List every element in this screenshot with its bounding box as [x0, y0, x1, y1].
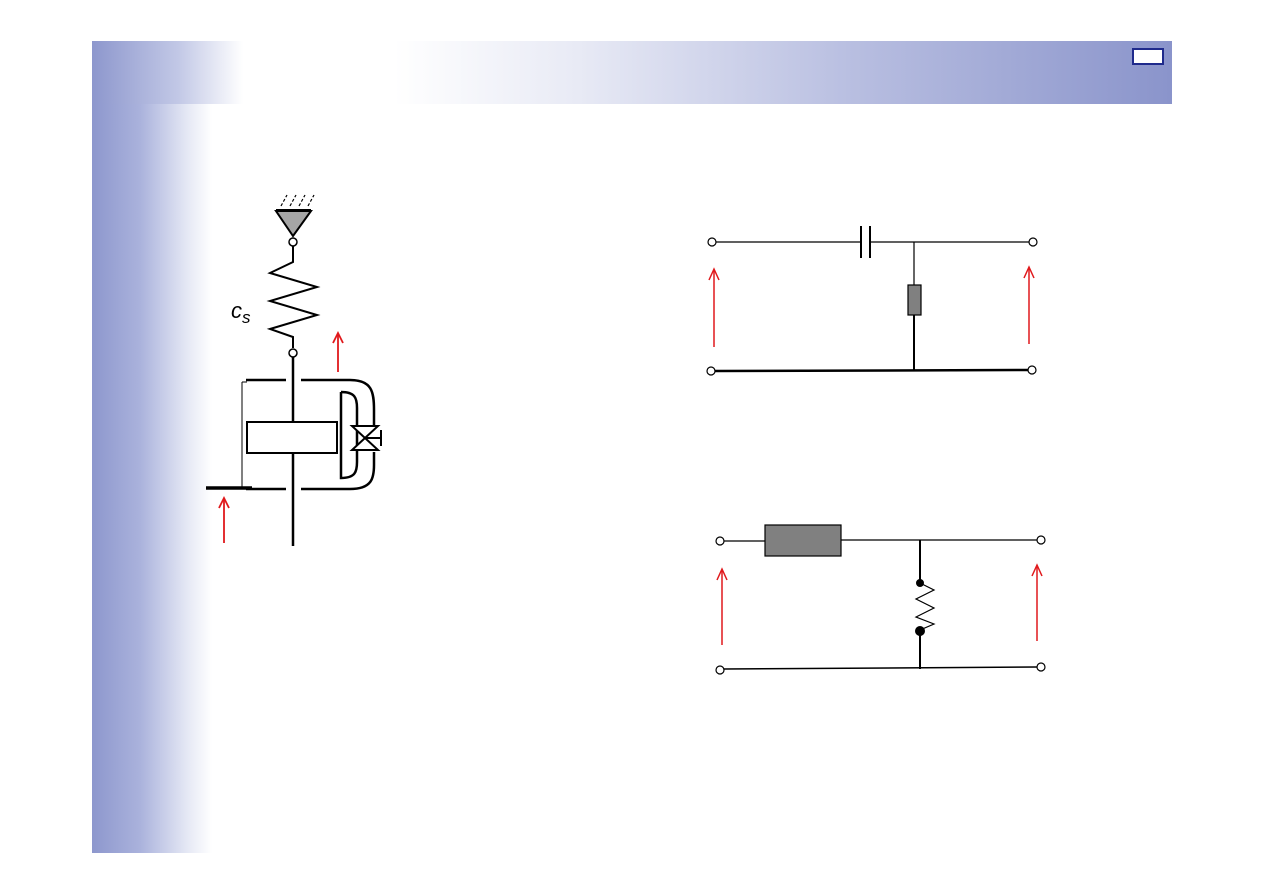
- spring-label-sub: s: [242, 308, 251, 327]
- output-arrow-rc: [1023, 265, 1035, 344]
- top-pivot: [288, 237, 298, 247]
- spring-label-main: c: [231, 298, 242, 323]
- page-number-badge: [1132, 48, 1164, 65]
- spring-cs: [266, 246, 321, 348]
- terminal-in-bottom-2: [715, 665, 725, 675]
- valve-upper: [349, 425, 381, 440]
- header-gradient-band: [92, 41, 1172, 104]
- resistor-shunt: [907, 284, 922, 316]
- input-arrow-mech: [716, 567, 728, 645]
- valve-lower: [349, 436, 381, 451]
- terminal-out-top: [1028, 237, 1038, 247]
- bottom-wire: [714, 368, 1029, 373]
- spring-label: cs: [231, 298, 251, 327]
- terminal-in-bottom: [706, 366, 716, 376]
- terminal-out-bottom-2: [1036, 662, 1046, 672]
- bypass-tube: [349, 378, 376, 491]
- ground-triangle: [274, 210, 313, 238]
- input-arrow-left: [218, 495, 230, 543]
- damper-element: [764, 524, 842, 557]
- terminal-in-top-2: [715, 536, 725, 546]
- input-arrow-rc: [708, 267, 720, 347]
- chamber-wall: [339, 390, 359, 480]
- capacitor: [860, 226, 871, 258]
- output-arrow-mech: [1031, 563, 1043, 641]
- left-arrows: [218, 330, 344, 543]
- side-gradient-band: [92, 41, 212, 853]
- mech-arrows: [716, 563, 1043, 645]
- ground-hatch: [280, 194, 315, 207]
- mass-block: [246, 421, 338, 454]
- bottom-pivot: [288, 348, 298, 358]
- terminal-out-top-2: [1036, 535, 1046, 545]
- rc-arrows: [708, 265, 1035, 347]
- mechanical-circuit-diagram: [715, 524, 1046, 675]
- rc-circuit-diagram: [706, 226, 1038, 376]
- terminal-in-top: [707, 237, 717, 247]
- spring-shunt: [914, 582, 936, 631]
- output-arrow-left: [332, 330, 344, 372]
- terminal-out-bottom: [1027, 365, 1037, 375]
- bottom-wire-2: [723, 666, 1038, 670]
- mechanical-model-diagram: [206, 194, 382, 546]
